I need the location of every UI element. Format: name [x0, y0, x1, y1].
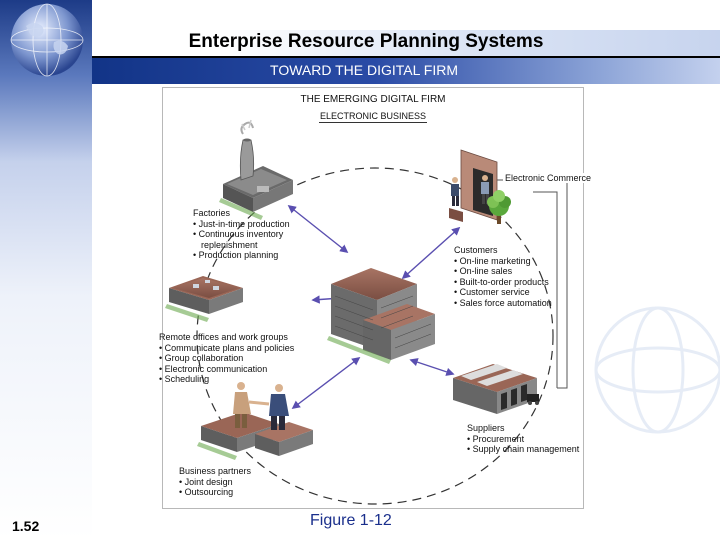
remote-offices-item: • Group collaboration: [159, 353, 244, 363]
remote-offices-text: Remote offices and work groups • Communi…: [159, 332, 294, 385]
figure-caption: Figure 1-12: [310, 512, 392, 529]
customers-illustration: [449, 149, 511, 224]
remote-offices-item: • Communicate plans and policies: [159, 342, 295, 353]
headquarters-illustration: [327, 268, 435, 364]
arrow-suppliers: [409, 358, 455, 376]
suppliers-item: • Supply chain management: [467, 444, 580, 454]
suppliers-label: Suppliers: [467, 423, 505, 433]
customers-text: Customers • On-line marketing • On-line …: [454, 245, 552, 308]
title-bar: [92, 30, 720, 60]
customers-item: • Built-to-order products: [454, 276, 549, 287]
digital-firm-diagram: THE EMERGING DIGITAL FIRM ELECTRONIC BUS…: [159, 87, 594, 509]
suppliers-illustration: [453, 364, 539, 414]
sidebar-gradient: [0, 0, 92, 540]
page-title: Enterprise Resource Planning Systems: [188, 31, 544, 52]
remote-offices-illustration: [165, 276, 243, 322]
diagram-subtitle: ELECTRONIC BUSINESS: [163, 111, 583, 123]
customers-item: • Sales force automation: [454, 297, 552, 308]
customers-label: Customers: [454, 245, 498, 255]
watermark-globe-icon: [594, 306, 720, 434]
electronic-business-boundary: [196, 167, 554, 505]
customers-item: • Customer service: [454, 287, 530, 297]
remote-offices-item: • Electronic communication: [159, 363, 268, 374]
slide-number: 1.52: [12, 518, 40, 534]
factories-label: Factories: [193, 208, 231, 218]
factories-text: Factories • Just-in-time production • Co…: [193, 208, 290, 261]
arrow-business-partners: [291, 356, 361, 410]
subtitle-band: [92, 58, 720, 84]
suppliers-item: • Procurement: [467, 433, 525, 444]
factories-item: • Production planning: [193, 250, 279, 260]
arrow-customers: [401, 226, 461, 280]
electronic-commerce-label: Electronic Commerce: [503, 173, 594, 183]
business-partners-item: • Joint design: [179, 476, 233, 487]
factories-item: replenishment: [201, 239, 258, 250]
factories-item: • Just-in-time production: [193, 218, 290, 229]
business-partners-illustration: [197, 382, 313, 460]
business-partners-label: Business partners: [179, 466, 252, 476]
business-partners-item: • Outsourcing: [179, 487, 234, 497]
factory-illustration: [219, 119, 293, 220]
suppliers-text: Suppliers • Procurement • Supply chain m…: [467, 423, 579, 455]
diagram-title: THE EMERGING DIGITAL FIRM: [300, 94, 446, 105]
customers-item: • On-line sales: [454, 266, 513, 276]
customers-item: • On-line marketing: [454, 255, 531, 266]
page-subtitle: TOWARD THE DIGITAL FIRM: [270, 62, 458, 78]
arrow-factories: [287, 204, 349, 254]
factories-item: • Continuous inventory: [193, 229, 284, 239]
globe-icon: [10, 3, 84, 77]
diagram-graphics: [165, 119, 568, 505]
remote-offices-item: • Scheduling: [159, 374, 210, 384]
remote-offices-label: Remote offices and work groups: [159, 332, 288, 342]
electronic-business-label: ELECTRONIC BUSINESS: [318, 111, 428, 123]
title-rule: [92, 56, 720, 58]
business-partners-text: Business partners • Joint design • Outso…: [179, 466, 251, 498]
